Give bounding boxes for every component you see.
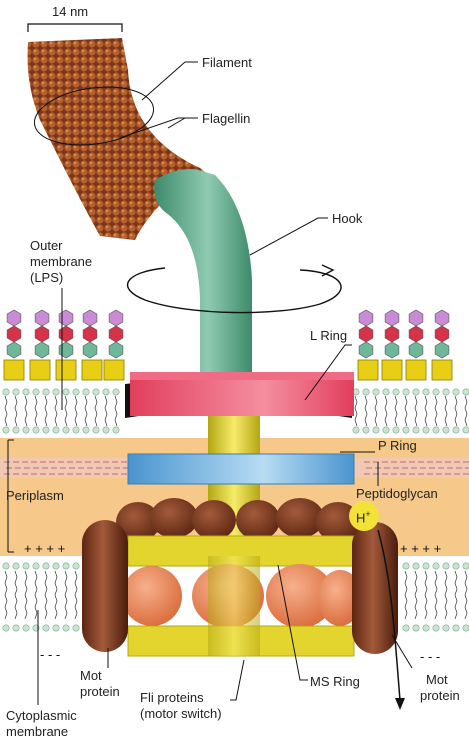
mot-left-label-2: protein bbox=[80, 684, 120, 699]
svg-text:- - -: - - - bbox=[420, 649, 440, 664]
hook-label: Hook bbox=[332, 211, 362, 226]
peptidoglycan-label: Peptidoglycan bbox=[356, 486, 438, 501]
cytoplasmic-membrane-label-1: Cytoplasmic bbox=[6, 708, 77, 723]
svg-text:- - -: - - - bbox=[40, 647, 60, 662]
cytoplasmic-membrane-label-2: membrane bbox=[6, 724, 68, 739]
fli-proteins-label-2: (motor switch) bbox=[140, 706, 222, 721]
scale-label: 14 nm bbox=[52, 4, 88, 19]
proton-arrowhead bbox=[395, 698, 405, 710]
mot-protein-right bbox=[352, 522, 398, 654]
svg-text:+ + + +: + + + + bbox=[400, 541, 441, 556]
filament-label: Filament bbox=[202, 55, 252, 70]
mot-protein-left bbox=[82, 520, 128, 652]
periplasm-label: Periplasm bbox=[6, 488, 64, 503]
l-ring bbox=[125, 372, 354, 418]
mot-left-label-1: Mot bbox=[80, 668, 102, 683]
flagellin-label: Flagellin bbox=[202, 111, 250, 126]
fli-proteins-label-1: Fli proteins bbox=[140, 690, 204, 705]
mot-right-label-1: Mot bbox=[426, 672, 448, 687]
hook bbox=[154, 169, 252, 372]
outer-membrane-label-2: membrane bbox=[30, 254, 92, 269]
motor-complex bbox=[116, 498, 362, 656]
p-ring-label: P Ring bbox=[378, 438, 417, 453]
h-plus-label: H+ bbox=[356, 507, 371, 525]
mot-right-label-2: protein bbox=[420, 688, 460, 703]
outer-membrane-label-3: (LPS) bbox=[30, 270, 63, 285]
scale-bar bbox=[28, 24, 122, 32]
l-ring-label: L Ring bbox=[310, 328, 347, 343]
ms-ring-label: MS Ring bbox=[310, 674, 360, 689]
p-ring bbox=[128, 454, 354, 484]
svg-text:+ + + +: + + + + bbox=[24, 541, 65, 556]
outer-membrane-label-1: Outer bbox=[30, 238, 63, 253]
